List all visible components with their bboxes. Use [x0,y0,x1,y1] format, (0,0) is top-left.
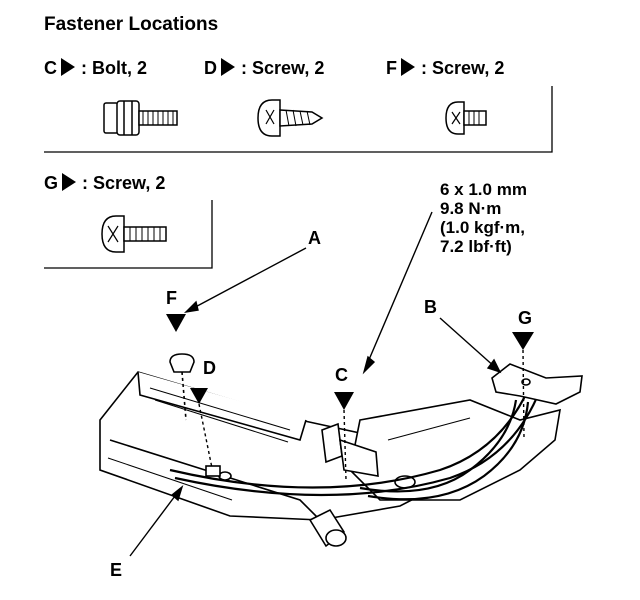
tapping-screw-icon [257,99,324,137]
screw-icon [445,101,487,135]
callout-f: F [166,288,177,308]
screw-icon [101,215,167,253]
connector [205,422,379,481]
arrow-marker-icon [221,58,235,76]
arrow-marker-icon [61,58,75,76]
pipe-end [308,508,347,548]
callout-e: E [110,560,123,580]
arrow-marker-icon [62,173,77,191]
callout-a: A [308,228,321,248]
legend-frame [44,86,553,269]
page-title: Fastener Locations [44,14,219,35]
leader-lines [129,211,525,557]
bracket [491,363,583,405]
legend-bolt-c: C: Bolt, 2 [44,58,147,78]
screw-cap [169,353,195,421]
callout-b: B [424,297,437,317]
bolt-icon [103,100,178,136]
legend-screw-f: F: Screw, 2 [386,58,505,78]
arrow-marker-icon [401,58,415,76]
callout-c: C [335,365,348,385]
legend-screw-d: D: Screw, 2 [204,58,325,78]
wire-harness [169,389,542,501]
callout-g: G [518,308,533,328]
fastener-marker-icon [166,314,534,410]
callout-d: D [203,358,216,378]
legend-screw-g: G: Screw, 2 [44,173,166,193]
